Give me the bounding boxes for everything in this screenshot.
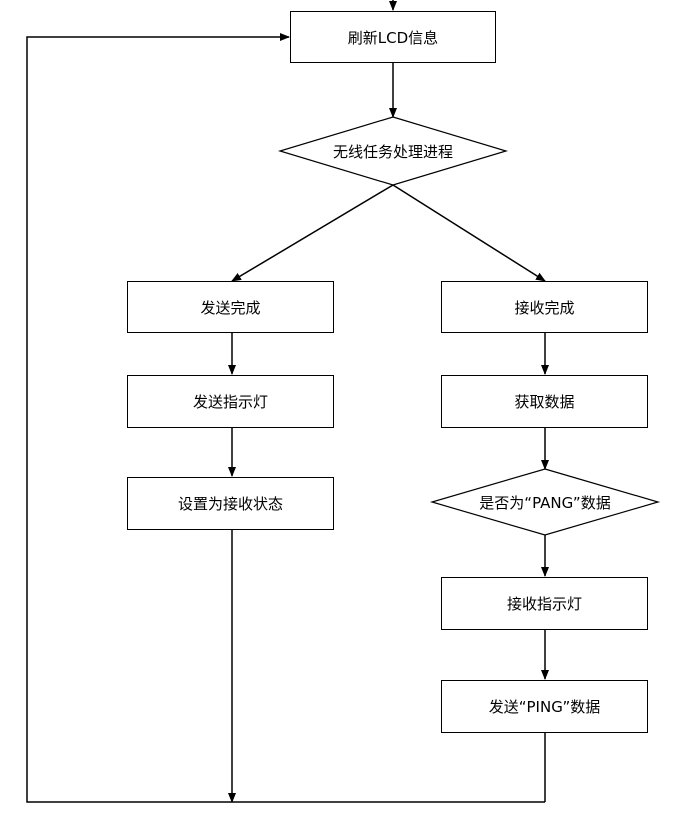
recv-done-box: 接收完成	[441, 281, 648, 333]
wireless-task-diamond	[277, 116, 509, 186]
is-pang-label: 是否为“PANG”数据	[479, 493, 611, 512]
recv-done-label: 接收完成	[514, 298, 575, 317]
set-recv-state-box: 设置为接收状态	[127, 477, 334, 530]
set-recv-state-label: 设置为接收状态	[177, 495, 283, 513]
send-ping-box: 发送“PING”数据	[441, 680, 648, 733]
recv-led-box: 接收指示灯	[441, 577, 648, 630]
recv-led-label: 接收指示灯	[506, 595, 582, 613]
send-done-box: 发送完成	[127, 281, 334, 333]
send-done-label: 发送完成	[200, 298, 261, 317]
wireless-task-label: 无线任务处理进程	[332, 142, 453, 161]
get-data-box: 获取数据	[441, 375, 648, 428]
send-led-box: 发送指示灯	[127, 375, 334, 428]
is-pang-diamond	[429, 468, 661, 536]
loop-back-line	[26, 33, 545, 803]
refresh-lcd-box: 刷新LCD信息	[290, 11, 496, 63]
refresh-lcd-label: 刷新LCD信息	[347, 28, 439, 47]
send-ping-label: 发送“PING”数据	[488, 698, 601, 716]
arrow-wireless-to-recv-done	[392, 184, 546, 282]
arrow-wireless-to-send-done	[231, 184, 394, 282]
send-led-label: 发送指示灯	[192, 393, 268, 411]
get-data-label: 获取数据	[514, 393, 575, 411]
